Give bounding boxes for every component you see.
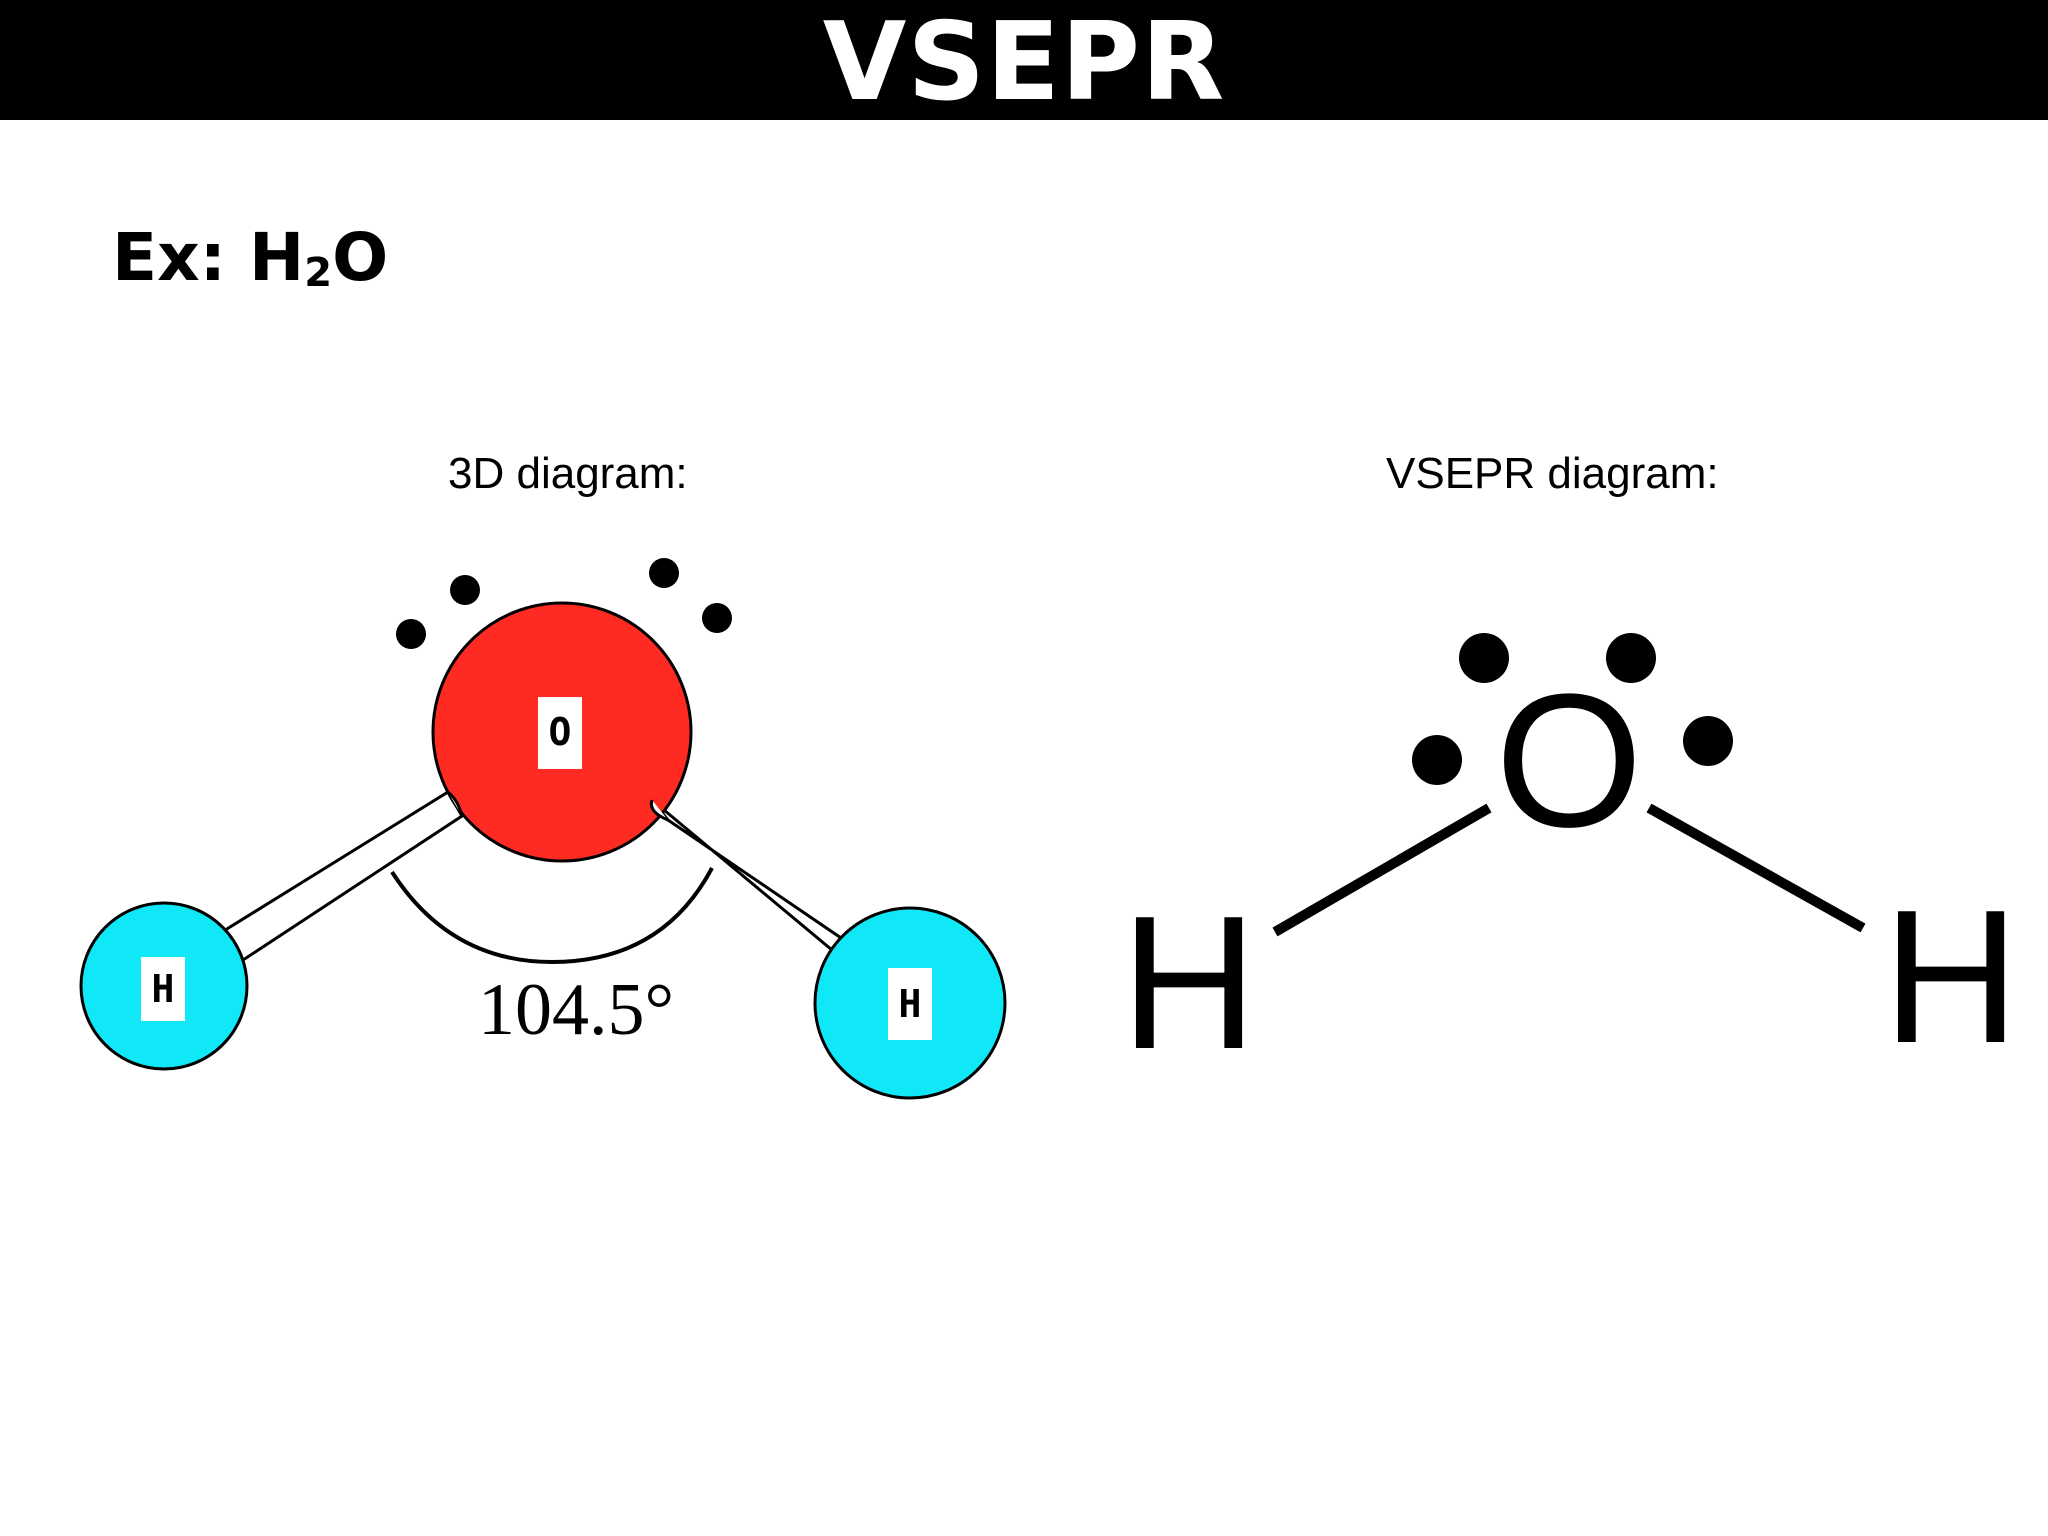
lone-pair-dot <box>1412 735 1462 785</box>
hydrogen-right-label: H <box>899 982 922 1026</box>
page-title: VSEPR <box>822 0 1226 125</box>
example-subscript: 2 <box>304 250 333 296</box>
lone-pair-dot <box>1683 716 1733 766</box>
lewis-oxygen: O <box>1495 655 1643 867</box>
hydrogen-right-label-box <box>888 968 932 1040</box>
lone-pair-dot <box>396 619 426 649</box>
bond-angle-arc <box>390 867 714 965</box>
lewis-bond-left <box>1272 803 1492 937</box>
lewis-hydrogen-left: H <box>1120 877 1257 1089</box>
diagram-vsepr: O H H <box>1120 633 2020 1089</box>
oxygen-label: O <box>549 710 572 754</box>
caption-3d-diagram: 3D diagram: <box>448 449 688 498</box>
lone-pair-dot <box>1459 633 1509 683</box>
bond-right <box>650 798 869 967</box>
hydrogen-left-label-box <box>141 957 185 1021</box>
bond-angle-label: 104.5° <box>478 969 674 1051</box>
lone-pair-dot <box>702 603 732 633</box>
lone-pair-dot <box>1606 633 1656 683</box>
oxygen-label-box <box>538 697 582 769</box>
title-bar <box>0 0 2048 120</box>
lewis-hydrogen-right: H <box>1882 871 2019 1083</box>
lewis-bond-right <box>1646 803 1866 933</box>
example-suffix: O <box>332 219 389 296</box>
hydrogen-left-label: H <box>152 967 175 1011</box>
example-prefix: Ex: H <box>112 219 305 296</box>
bond-left-cap <box>447 790 464 817</box>
lone-pair-dot <box>649 558 679 588</box>
bond-left <box>219 789 465 965</box>
lone-pair-dot <box>450 575 480 605</box>
bond-right-cap <box>649 799 669 822</box>
example-formula: Ex: H2O <box>112 218 388 307</box>
caption-vsepr-diagram: VSEPR diagram: <box>1386 449 1719 498</box>
diagram-3d: O H H 104.5° <box>79 558 1007 1100</box>
